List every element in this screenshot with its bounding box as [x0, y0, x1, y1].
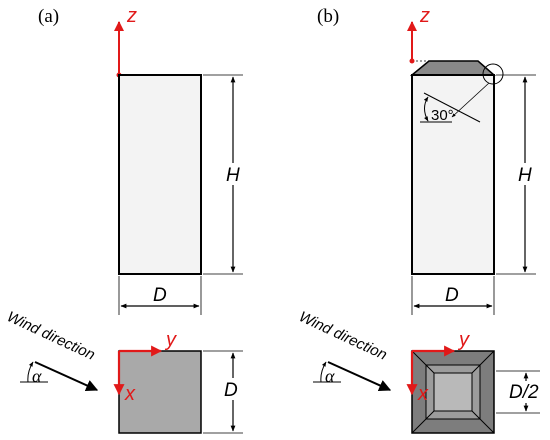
y-axis-b-label: y — [457, 329, 470, 351]
x-axis-a-label: x — [124, 383, 136, 405]
plan-axes-a: y x — [113, 329, 177, 405]
height-dimension-b: H — [496, 74, 536, 275]
chamfer-angle-label: 30° — [431, 107, 454, 124]
z-axis-a: z — [114, 5, 137, 78]
width-dimension-a: D — [118, 276, 202, 315]
plan-axes-b: y x — [406, 329, 470, 405]
width-dimension-b: D — [411, 276, 495, 315]
y-axis-a-label: y — [164, 329, 177, 351]
plan-half-width-label-b: D/2 — [509, 382, 539, 403]
panel-b: (b) z 30° H — [296, 5, 547, 434]
panel-a: (a) z H D Wind direction — [4, 5, 245, 434]
wind-direction-label-a: Wind direction — [4, 308, 97, 364]
wind-angle-label-b: α — [325, 366, 335, 386]
wind-direction-b: Wind direction α — [296, 308, 392, 392]
width-label-b: D — [445, 285, 459, 306]
chamfered-top-b — [409, 60, 496, 76]
plan-width-label-a: D — [224, 380, 238, 401]
plan-half-width-dimension-b: D/2 — [496, 370, 547, 414]
height-dimension-a: H — [203, 74, 244, 275]
wind-angle-label-a: α — [32, 366, 42, 386]
wind-direction-label-b: Wind direction — [296, 308, 389, 364]
height-label-a: H — [226, 165, 240, 186]
width-label-a: D — [153, 285, 167, 306]
wind-direction-a: Wind direction α — [4, 308, 99, 392]
building-elevation-b — [411, 74, 495, 275]
x-axis-b-label: x — [417, 383, 429, 405]
panel-a-label: (a) — [38, 6, 59, 27]
height-label-b: H — [518, 165, 532, 186]
building-elevation-a — [118, 74, 202, 275]
panel-b-label: (b) — [317, 6, 339, 27]
plan-width-dimension-a: D — [203, 350, 245, 434]
z-axis-b-label: z — [419, 5, 430, 27]
chamfer-detail-b: 30° — [420, 63, 504, 124]
z-axis-a-label: z — [126, 5, 137, 27]
building-plan-a — [118, 350, 202, 434]
z-axis-b: z — [407, 5, 442, 64]
